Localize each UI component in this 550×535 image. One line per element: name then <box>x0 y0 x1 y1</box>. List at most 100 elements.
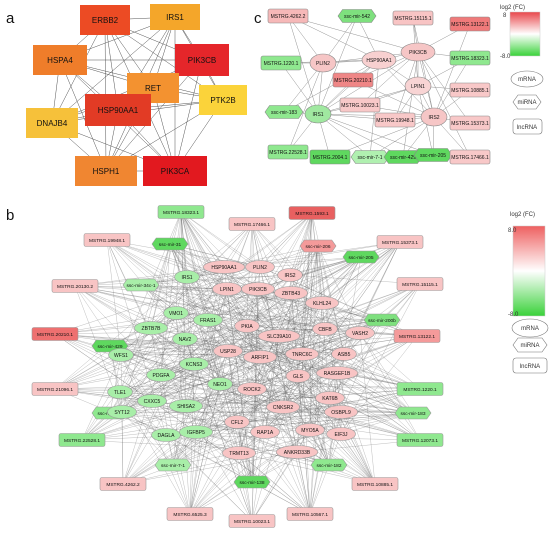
panel-b-node-label: IRS2 <box>284 273 295 279</box>
panel-b-node-label: TRMT13 <box>229 451 249 457</box>
panel-c-edge <box>402 51 419 158</box>
panel-b-edge <box>160 356 261 376</box>
panel-c-color-scale <box>509 11 541 57</box>
panel-b-edge <box>54 276 188 390</box>
mrna-shape <box>277 268 303 282</box>
mrna-shape <box>400 42 436 62</box>
panel-b-edge <box>324 283 421 330</box>
panel-b-node-label: SHISA2 <box>177 404 195 410</box>
panel-b-node-pik3cb: PIK3CB <box>241 282 275 296</box>
panel-b-node-lpin1: LPIN1 <box>212 282 242 296</box>
panel-b-node-mstrg-22528-1: MSTRG.22528.1 <box>58 433 106 447</box>
mrna-shape <box>345 326 375 340</box>
panel-b-edge <box>140 284 345 355</box>
panel-b-node-kcns3: KCNS3 <box>179 357 209 371</box>
panel-b-node-mstrg-10023-1: MSTRG.10023.1 <box>228 514 276 528</box>
panel-b-node-ssc-mir-7-1: ssc-mir-7-1 <box>154 458 192 472</box>
panel-b-node-pkia: PKIA <box>234 319 260 333</box>
panel-b-node-label: IGFBP5 <box>187 430 205 436</box>
panel-b-edge <box>165 319 383 436</box>
panel-b-edge <box>257 288 376 485</box>
mrna-shape <box>420 107 448 127</box>
panel-a-node-ret: RET <box>127 73 179 103</box>
panel-c-node-mstrg-17466-1: MSTRG.17466.1 <box>449 149 491 165</box>
mrna-shape <box>134 321 168 335</box>
panel-b-edge <box>122 363 195 485</box>
lncrna-shape <box>449 82 491 98</box>
panel-b-node-neo1: NEO1 <box>207 377 233 391</box>
panel-b-node-eif3j: EIF3J <box>326 427 356 441</box>
panel-b-edge <box>106 239 209 321</box>
panel-c-node-mstrg-19948-1: MSTRG.19948.1 <box>374 112 416 128</box>
panel-b-node-label: ssc-mir-182 <box>316 463 341 469</box>
panel-c-node-label: IRS2 <box>428 115 439 121</box>
lncrna-shape <box>31 382 79 396</box>
panel-c-node-label: HSP90AA1 <box>366 58 392 64</box>
panel-b-edge <box>297 375 311 515</box>
panel-c-node-ssc-mir-542: ssc-mir-542 <box>337 9 377 23</box>
panel-b-edge <box>122 338 186 485</box>
panel-b-node-label: ssc-mir-183 <box>400 411 425 417</box>
panel-b-edge <box>106 239 248 327</box>
panel-c-node-ssc-mir-183: ssc-mir-183 <box>264 105 304 119</box>
mrna-shape <box>213 344 243 358</box>
mrna-shape <box>285 347 319 361</box>
panel-a-node-label: HSPH1 <box>93 167 120 176</box>
panel-b-node-label: OSBPL9 <box>331 410 351 416</box>
panel-a-node-hsp90aa1: HSP90AA1 <box>85 94 151 126</box>
panel-b-node-trmt13: TRMT13 <box>222 446 256 460</box>
panel-b-node-mstrg-15115-1: MSTRG.15115.1 <box>396 277 444 291</box>
panel-b-edge <box>54 319 209 335</box>
panel-b-edge <box>186 276 414 414</box>
panel-b-node-tle1: TLE1 <box>107 385 133 399</box>
panel-c-node-hsp90aa1: HSP90AA1 <box>361 50 397 70</box>
panel-a-node-label: PIK3CB <box>188 56 216 65</box>
panel-c-node-label: MSTRG.22528.1 <box>269 150 307 156</box>
panel-b-edge <box>81 327 152 441</box>
lncrna-shape <box>228 217 276 231</box>
panel-c-edge <box>417 51 471 158</box>
panel-b-edge <box>180 211 253 390</box>
lncrna-shape <box>309 149 351 165</box>
panel-b-node-label: MSTRG.15373.1 <box>382 240 418 246</box>
panel-b-node-label: SYT12 <box>114 410 130 416</box>
panel-b-edge <box>81 354 122 441</box>
lncrna-shape <box>286 507 334 521</box>
panel-b-edge <box>227 350 253 522</box>
panel-a-node-pik3ca: PIK3CA <box>143 156 207 186</box>
panel-c-node-label: MSTRG.18323.1 <box>451 56 489 62</box>
panel-b-edge <box>259 319 383 358</box>
panel-b-edge <box>251 223 361 334</box>
panel-b-node-mstrg-1593-1: MSTRG.1593.1 <box>288 206 336 220</box>
panel-b-node-label: VMO1 <box>169 311 183 317</box>
panel-b-node-label: TLE1 <box>114 390 126 396</box>
panel-b-edge <box>309 328 326 515</box>
panel-c-legend-mrna-shape <box>510 70 544 88</box>
panel-b-edge <box>311 212 345 355</box>
mrna-shape <box>224 415 250 429</box>
panel-b-node-gls: GLS <box>285 369 311 383</box>
panel-b-node-label: MYO5A <box>301 428 319 434</box>
panel-b-legend-mirna-shape <box>512 337 548 353</box>
panel-b-node-label: KLHL24 <box>313 301 331 307</box>
panel-b-node-vash2: VASH2 <box>345 326 375 340</box>
panel-c-node-mstrg-1220-1: MSTRG.1220.1 <box>260 55 302 71</box>
panel-c-edge <box>287 15 319 115</box>
panel-b-node-label: MSTRG.1220.1 <box>403 387 437 393</box>
lncrna-shape <box>374 112 416 128</box>
panel-b-edge <box>121 302 323 413</box>
panel-c-node-mstrg-22528-1: MSTRG.22528.1 <box>267 144 309 160</box>
mirna-shape <box>122 278 160 292</box>
panel-b-edge <box>74 285 326 330</box>
mirna-shape <box>154 458 192 472</box>
panel-b-node-mstrg-20130-2: MSTRG.20130.2 <box>51 279 99 293</box>
panel-b-node-label: NAV2 <box>179 337 192 343</box>
panel-b-edge <box>251 241 401 390</box>
panel-b-edge <box>246 319 383 327</box>
panel-b-edge <box>180 211 280 337</box>
panel-c-node-label: ssc-mir-205 <box>420 153 446 159</box>
panel-b-edge <box>180 211 342 413</box>
mrna-shape <box>324 405 358 419</box>
panel-b-edge <box>150 243 171 329</box>
